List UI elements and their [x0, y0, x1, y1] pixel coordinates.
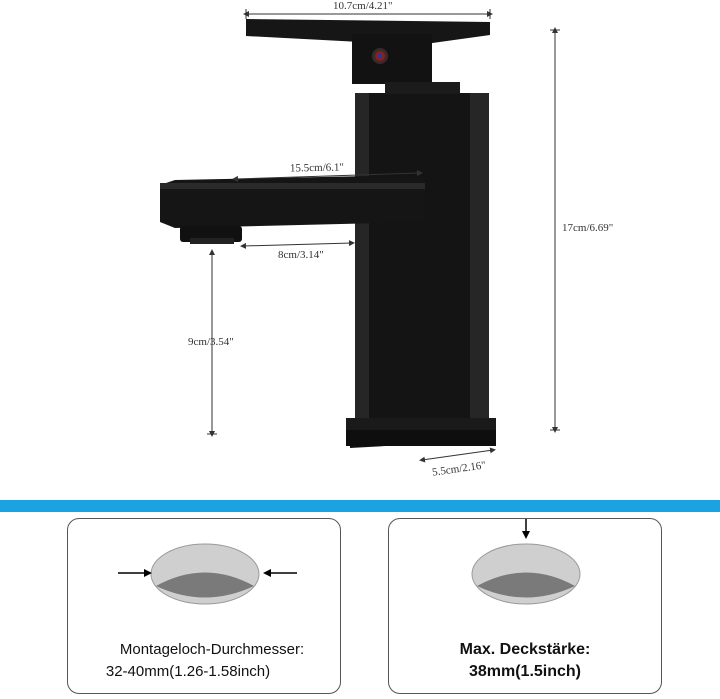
- accent-divider: [0, 500, 720, 512]
- dim-spout-length: 15.5cm/6.1": [289, 161, 345, 175]
- faucet-spout: [160, 175, 425, 244]
- mounting-hole-value: 32-40mm(1.26-1.58inch): [105, 663, 271, 680]
- dim-handle-width: 10.7cm/4.21": [333, 0, 393, 12]
- deck-thickness-value: 38mm(1.5inch): [468, 663, 582, 680]
- deck-thickness-icon: [471, 519, 581, 605]
- panel-deck-thickness: Max. Deckstärke: 38mm(1.5inch): [388, 518, 662, 694]
- panel-mounting-hole: Montageloch-Durchmesser: 32-40mm(1.26-1.…: [67, 518, 341, 694]
- dim-total-height: 17cm/6.69": [562, 222, 614, 234]
- dim-spout-reach: 8cm/3.14": [278, 249, 324, 261]
- dimension-lines: [207, 9, 560, 463]
- dim-spout-height: 9cm/3.54": [188, 336, 234, 348]
- mounting-hole-icon: [118, 543, 297, 605]
- mounting-hole-label: Montageloch-Durchmesser:: [119, 641, 305, 658]
- faucet-body: [346, 93, 496, 448]
- faucet-illustration: [160, 9, 560, 463]
- deck-thickness-label: Max. Deckstärke:: [459, 641, 591, 658]
- faucet-handle: [246, 19, 490, 94]
